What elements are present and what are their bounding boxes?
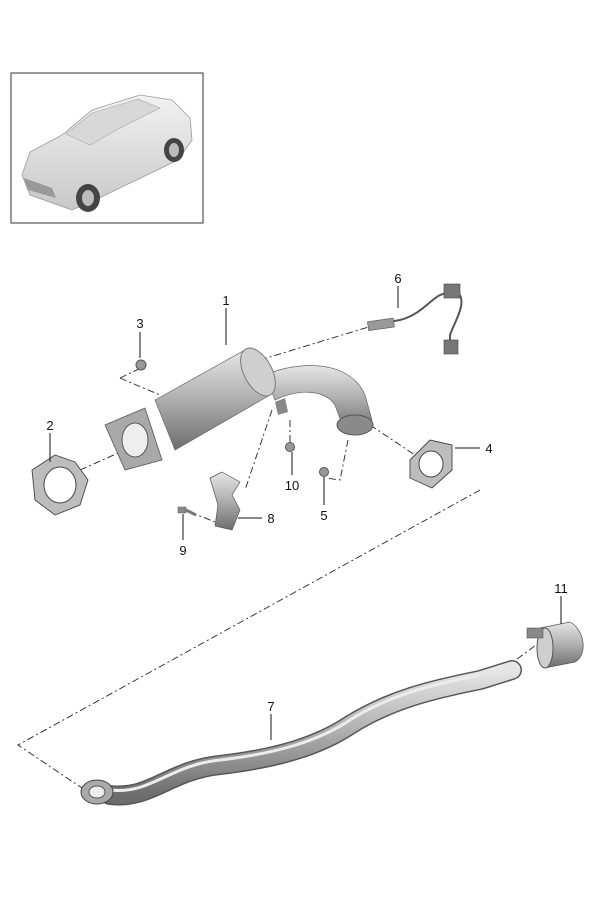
nut-10 [285, 442, 295, 452]
callout-5: 5 [320, 508, 327, 523]
vehicle-thumbnail [10, 72, 204, 224]
callout-4: 4 [485, 441, 492, 456]
callout-6: 6 [394, 271, 401, 286]
callout-11: 11 [554, 581, 568, 596]
callout-3: 3 [136, 316, 143, 331]
front-exhaust-pipe [80, 660, 522, 806]
leader-lines [49, 286, 562, 740]
callout-9: 9 [179, 543, 186, 558]
gasket-rear [409, 439, 453, 489]
assembly-lines [17, 324, 541, 791]
catalytic-converter [104, 347, 374, 471]
callout-7: 7 [267, 699, 274, 714]
callout-2: 2 [46, 418, 53, 433]
car-icon [21, 94, 193, 212]
nut-5 [319, 467, 329, 477]
gasket-front [31, 454, 89, 516]
clamp [526, 621, 584, 669]
nut-3 [135, 359, 147, 371]
callout-1: 1 [222, 293, 229, 308]
callout-8: 8 [267, 511, 274, 526]
callout-10: 10 [285, 478, 299, 493]
oxygen-sensor [367, 283, 463, 355]
bolt-9 [177, 506, 197, 517]
bracket [209, 471, 241, 531]
